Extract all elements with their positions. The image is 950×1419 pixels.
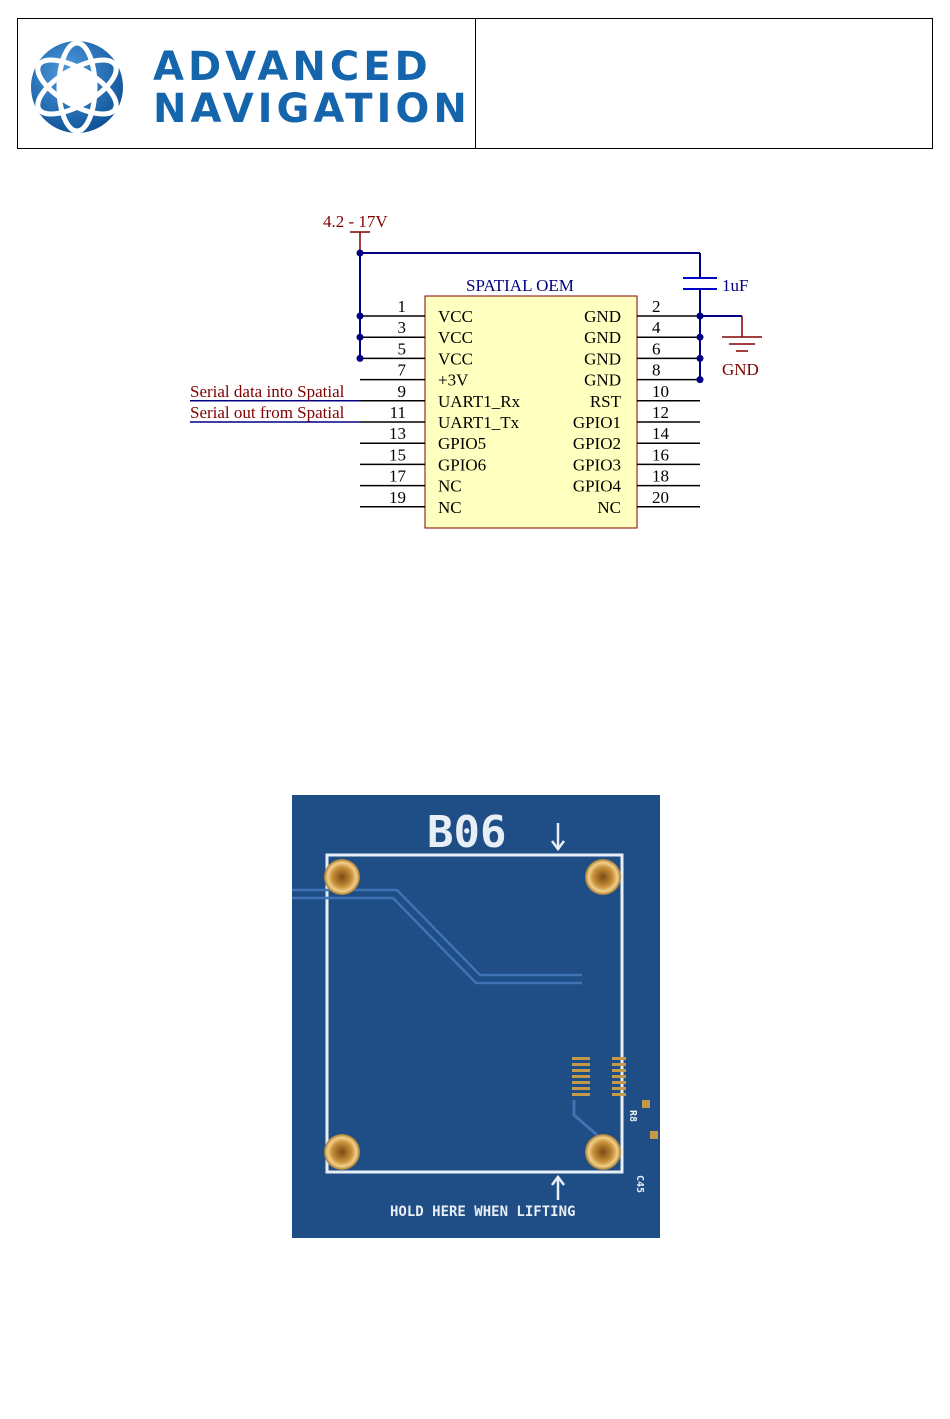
junction-dot [697, 334, 704, 341]
right-pin-name: GND [584, 371, 621, 390]
junction-dot [357, 334, 364, 341]
left-pin-number: 7 [398, 361, 407, 380]
net-label: Serial out from Spatial [190, 403, 345, 422]
right-pin-name: GPIO4 [573, 477, 622, 496]
supply-label: 4.2 - 17V [323, 212, 388, 231]
advanced-navigation-logo-icon [26, 37, 128, 137]
right-pin-name: RST [590, 392, 622, 411]
junction-dot [357, 313, 364, 320]
right-pin-number: 4 [652, 318, 661, 337]
left-pin-number: 9 [398, 382, 407, 401]
brand-name: ADVANCED NAVIGATION [153, 47, 471, 129]
left-pin-number: 5 [398, 339, 407, 358]
net-label: Serial data into Spatial [190, 382, 345, 401]
left-pin-number: 19 [389, 488, 406, 507]
left-pin-name: VCC [438, 328, 473, 347]
ground-label: GND [722, 360, 759, 379]
left-pin-number: 17 [389, 467, 407, 486]
left-pin-name: UART1_Rx [438, 392, 521, 411]
right-pin-number: 2 [652, 297, 661, 316]
right-pin-number: 8 [652, 361, 661, 380]
right-pin-number: 6 [652, 339, 661, 358]
left-pin-name: NC [438, 477, 462, 496]
left-pin-number: 3 [398, 318, 407, 337]
right-pin-number: 12 [652, 403, 669, 422]
right-pin-name: GND [584, 328, 621, 347]
junction-dot [697, 355, 704, 362]
header-empty-cell [476, 19, 932, 148]
smd-pad [650, 1131, 658, 1139]
mounting-hole-top-left [324, 859, 360, 895]
right-pin-name: GPIO1 [573, 413, 621, 432]
pcb-photo: B06 HOLD HERE WHEN LIFTING R8 C45 [292, 795, 660, 1238]
right-pin-number: 16 [652, 445, 669, 464]
left-pin-name: GPIO6 [438, 455, 486, 474]
silkscreen-label: B06 [427, 807, 506, 858]
left-pin-number: 1 [398, 297, 407, 316]
right-pin-name: GND [584, 307, 621, 326]
header-logo-cell: ADVANCED NAVIGATION [18, 19, 476, 148]
left-pin-name: +3V [438, 371, 469, 390]
left-pin-name: VCC [438, 349, 473, 368]
ref-designator-r: R8 [627, 1110, 638, 1122]
junction-dot [697, 376, 704, 383]
brand-line-1: ADVANCED [153, 47, 471, 87]
left-pin-number: 11 [390, 403, 406, 422]
left-pin-number: 13 [389, 424, 406, 443]
junction-dot [357, 250, 364, 257]
mounting-hole-bottom-right [585, 1134, 621, 1170]
right-pin-number: 14 [652, 424, 670, 443]
left-pin-name: UART1_Tx [438, 413, 520, 432]
spatial-oem-schematic: 4.2 - 17V 1uF GND SPATIAL OEM 1VCC3VCC5V… [0, 200, 950, 540]
right-pin-name: GPIO3 [573, 455, 621, 474]
right-pin-name: NC [597, 498, 621, 517]
smd-pad [642, 1100, 650, 1108]
mounting-hole-bottom-left [324, 1134, 360, 1170]
right-pin-number: 18 [652, 467, 669, 486]
junction-dot [697, 313, 704, 320]
brand-line-2: NAVIGATION [153, 89, 471, 129]
chip-title: SPATIAL OEM [466, 276, 574, 295]
capacitor-label: 1uF [722, 276, 748, 295]
left-pin-number: 15 [389, 445, 406, 464]
right-pin-number: 10 [652, 382, 669, 401]
document-header: ADVANCED NAVIGATION [17, 18, 933, 149]
ref-designator-c: C45 [634, 1175, 645, 1193]
left-pin-name: GPIO5 [438, 434, 486, 453]
junction-dot [357, 355, 364, 362]
left-pin-name: VCC [438, 307, 473, 326]
left-pin-name: NC [438, 498, 462, 517]
hold-here-text: HOLD HERE WHEN LIFTING [390, 1204, 575, 1220]
right-pin-name: GND [584, 349, 621, 368]
mounting-hole-top-right [585, 859, 621, 895]
right-pin-name: GPIO2 [573, 434, 621, 453]
right-pin-number: 20 [652, 488, 669, 507]
